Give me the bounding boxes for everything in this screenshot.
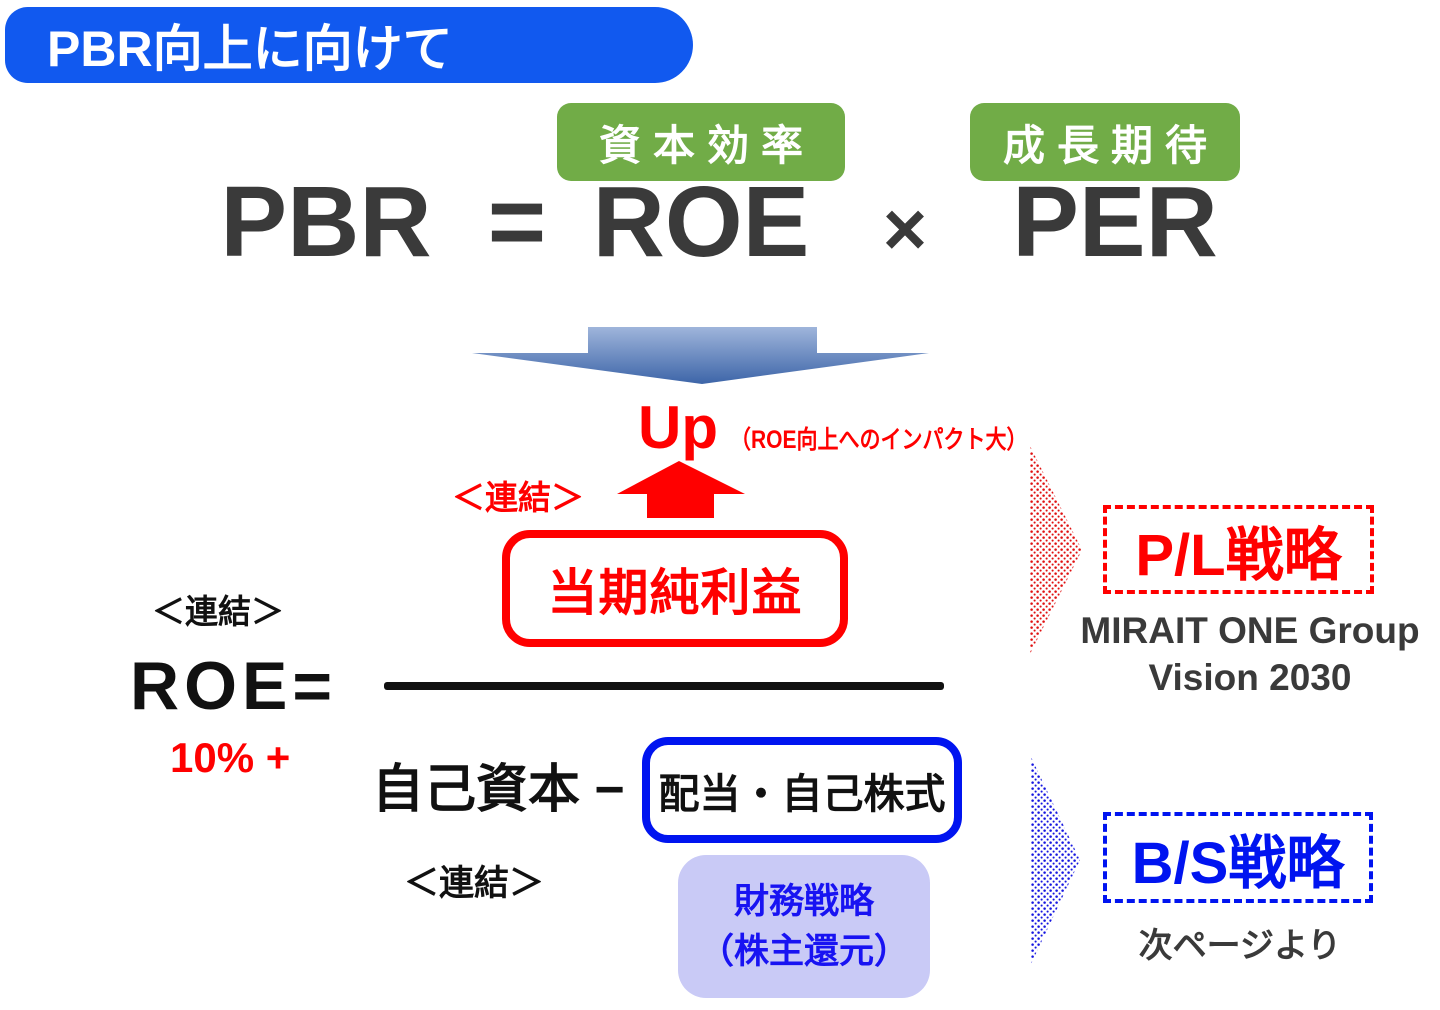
consolidated-label-roe: ＜連結＞ (152, 593, 284, 630)
growth-expectation-text: 成長期待 (1002, 121, 1219, 169)
bs-strategy-note: 次ページより (1138, 927, 1342, 965)
consolidated-label-denominator: ＜連結＞ (404, 864, 545, 903)
net-income-text: 当期純利益 (547, 564, 803, 621)
equity-minus-text: 自己資本 − (372, 761, 625, 819)
pl-note-line2: Vision 2030 (1148, 656, 1352, 698)
equation-term-pbr: PBR (220, 166, 432, 278)
equation-term-per: PER (1012, 166, 1218, 278)
up-note-text: （ROE向上へのインパクト大） (729, 426, 1028, 454)
halftone-arrow-red-icon (1030, 446, 1082, 654)
net-income-box: 当期純利益 (502, 530, 848, 647)
capital-efficiency-label: 資本効率 (557, 103, 845, 181)
capital-efficiency-text: 資本効率 (598, 121, 815, 169)
up-text: Up (638, 394, 718, 461)
roe-formula-label: ROE= (130, 648, 338, 724)
equation-term-roe: ROE (592, 166, 810, 278)
pl-strategy-box: P/L戦略 (1103, 505, 1374, 594)
up-annotation: Up （ROE向上へのインパクト大） (638, 398, 1084, 458)
pl-strategy-text: P/L戦略 (1135, 522, 1342, 588)
up-arrow-icon (617, 461, 745, 518)
pl-note-line1: MIRAIT ONE Group (1080, 610, 1420, 651)
page-title: PBR向上に向けて (5, 7, 693, 83)
pl-strategy-note: MIRAIT ONE Group Vision 2030 (1060, 608, 1440, 701)
dividend-treasury-box: 配当・自己株式 (642, 737, 962, 843)
roe-target-value: 10% + (170, 734, 291, 781)
financial-strategy-line1: 財務戦略 (733, 881, 874, 921)
equation-equals: = (487, 166, 547, 278)
dividend-treasury-text: 配当・自己株式 (658, 771, 946, 817)
financial-strategy-line2: （株主還元） (698, 931, 909, 971)
consolidated-label-numerator: ＜連結＞ (452, 479, 584, 516)
page-title-text: PBR向上に向けて (47, 21, 453, 77)
financial-strategy-box: 財務戦略 （株主還元） (678, 855, 930, 998)
bs-strategy-box: B/S戦略 (1103, 812, 1373, 903)
halftone-arrow-blue-icon (1031, 757, 1080, 964)
equation-times: × (882, 187, 928, 272)
down-arrow-icon (472, 327, 929, 384)
growth-expectation-label: 成長期待 (970, 103, 1240, 181)
bs-strategy-text: B/S戦略 (1131, 830, 1345, 896)
fraction-line (384, 682, 944, 690)
